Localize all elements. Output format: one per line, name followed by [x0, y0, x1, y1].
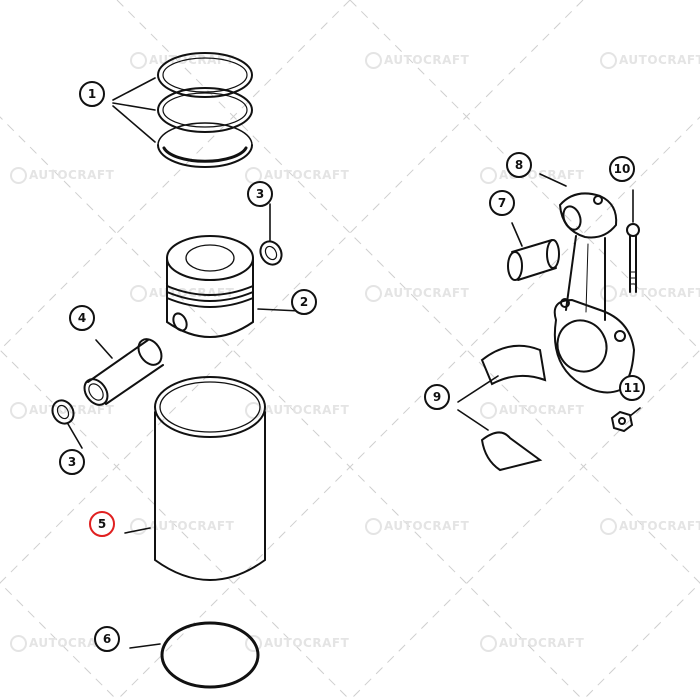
watermark-text: AUTOCRAFT: [499, 636, 585, 650]
watermark-text: AUTOCRAFT: [384, 53, 470, 67]
watermark-logo-icon: [480, 635, 497, 652]
watermark: AUTOCRAFT: [10, 635, 114, 652]
callout-circlip-upper[interactable]: 3: [247, 181, 273, 207]
callout-bearing-shells[interactable]: 9: [424, 384, 450, 410]
callout-piston[interactable]: 2: [291, 289, 317, 315]
watermark-logo-icon: [365, 518, 382, 535]
watermark-logo-icon: [10, 167, 27, 184]
watermark-text: AUTOCRAFT: [619, 519, 700, 533]
callout-rod-bolt[interactable]: 10: [609, 156, 635, 182]
watermark-logo-icon: [130, 52, 147, 69]
callout-rod-nut[interactable]: 11: [619, 375, 645, 401]
watermark-text: AUTOCRAFT: [619, 53, 700, 67]
watermark-text: AUTOCRAFT: [29, 403, 115, 417]
watermark-logo-icon: [130, 518, 147, 535]
watermark-logo-icon: [480, 402, 497, 419]
connecting-rod-drawing: [553, 192, 636, 394]
watermark: AUTOCRAFT: [600, 52, 700, 69]
watermark: AUTOCRAFT: [10, 167, 114, 184]
watermark-logo-icon: [10, 635, 27, 652]
piston-pin-drawing: [83, 338, 164, 406]
watermark-logo-icon: [365, 52, 382, 69]
watermark-text: AUTOCRAFT: [619, 286, 700, 300]
watermark: AUTOCRAFT: [480, 402, 584, 419]
watermark-logo-icon: [245, 635, 262, 652]
watermark-logo-icon: [130, 285, 147, 302]
watermark: AUTOCRAFT: [130, 518, 234, 535]
callout-piston-rings[interactable]: 1: [79, 81, 105, 107]
watermark-text: AUTOCRAFT: [264, 168, 350, 182]
callout-connecting-rod[interactable]: 8: [506, 152, 532, 178]
watermark-text: AUTOCRAFT: [29, 168, 115, 182]
cylinder-liner-drawing: [154, 376, 266, 581]
watermark-text: AUTOCRAFT: [149, 519, 235, 533]
watermark-logo-icon: [245, 402, 262, 419]
watermark: AUTOCRAFT: [245, 402, 349, 419]
watermark-logo-icon: [600, 285, 617, 302]
watermark: AUTOCRAFT: [480, 635, 584, 652]
watermark-text: AUTOCRAFT: [384, 519, 470, 533]
watermark: AUTOCRAFT: [245, 635, 349, 652]
watermark-logo-icon: [600, 518, 617, 535]
watermark-logo-icon: [600, 52, 617, 69]
callout-circlip-lower[interactable]: 3: [59, 449, 85, 475]
bolt-drawing: [626, 223, 640, 293]
callout-piston-pin[interactable]: 4: [69, 305, 95, 331]
watermark: AUTOCRAFT: [130, 52, 234, 69]
watermark: AUTOCRAFT: [365, 285, 469, 302]
piston-drawing: [166, 235, 254, 338]
bushing-drawing: [507, 239, 560, 281]
callout-liner-seal-ring[interactable]: 6: [94, 626, 120, 652]
watermark: AUTOCRAFT: [365, 518, 469, 535]
watermark-logo-icon: [10, 402, 27, 419]
watermark-logo-icon: [365, 285, 382, 302]
watermark: AUTOCRAFT: [600, 285, 700, 302]
watermark: AUTOCRAFT: [10, 402, 114, 419]
piston-rings-drawing: [157, 52, 253, 168]
watermark-text: AUTOCRAFT: [384, 286, 470, 300]
watermark-text: AUTOCRAFT: [264, 636, 350, 650]
callout-cylinder-liner[interactable]: 5: [89, 511, 115, 537]
watermark-text: AUTOCRAFT: [499, 403, 585, 417]
watermark-text: AUTOCRAFT: [29, 636, 115, 650]
callout-small-end-bushing[interactable]: 7: [489, 190, 515, 216]
watermark-text: AUTOCRAFT: [149, 53, 235, 67]
watermark: AUTOCRAFT: [365, 52, 469, 69]
watermark-logo-icon: [480, 167, 497, 184]
watermark: AUTOCRAFT: [600, 518, 700, 535]
watermark-text: AUTOCRAFT: [264, 403, 350, 417]
